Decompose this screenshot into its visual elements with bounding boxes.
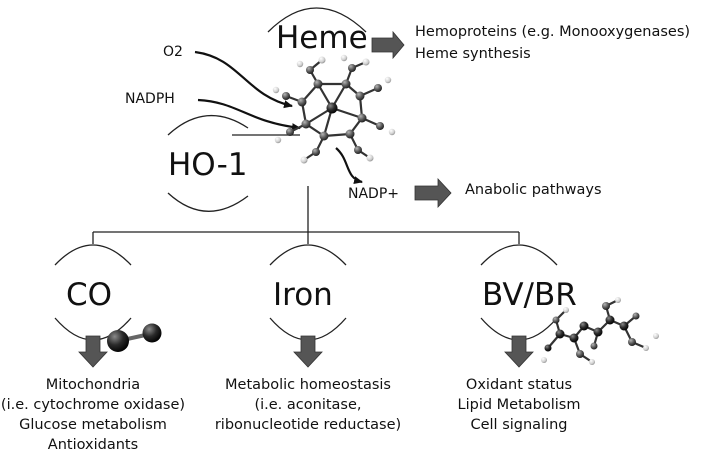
iron-effect-3: ribonucleotide reductase) (214, 417, 402, 433)
bvbr-effect-2: Lipid Metabolism (457, 397, 581, 413)
bvbr-effect-3: Cell signaling (470, 417, 568, 433)
bvbr-atoms (541, 297, 659, 365)
nadp-arrow (335, 147, 363, 185)
bvbr-label: BV/BR (482, 277, 577, 313)
iron-down-arrow (293, 335, 323, 368)
heme-output-synthesis: Heme synthesis (415, 46, 531, 62)
nadph-label: NADPH (125, 91, 175, 107)
iron-effect-2: (i.e. aconitase, (254, 397, 362, 413)
iron-effects: Metabolic homeostasis (i.e. aconitase, r… (203, 375, 413, 435)
co-molecule-icon (107, 323, 162, 352)
co-effect-3: Glucose metabolism (19, 417, 167, 433)
nadp-label: NADP+ (348, 186, 400, 202)
iron-top-arc (269, 244, 347, 266)
co-effect-2: (i.e. cytochrome oxidase) (0, 397, 186, 413)
o2-arrow (194, 50, 293, 109)
iron-effect-1: Metabolic homeostasis (225, 377, 391, 393)
co-top-arc (54, 244, 132, 266)
ho1-label: HO-1 (168, 147, 248, 183)
nadph-arrow (197, 98, 301, 132)
bvbr-top-arc (480, 244, 558, 266)
ho1-top-arc (167, 115, 249, 136)
bvbr-effects: Oxidant status Lipid Metabolism Cell sig… (440, 375, 598, 435)
bvbr-down-arrow (504, 335, 534, 368)
co-down-arrow (78, 335, 108, 368)
heme-label: Heme (276, 20, 368, 56)
anabolic-label: Anabolic pathways (465, 182, 602, 198)
co-effect-1: Mitochondria (45, 377, 141, 393)
heme-block-arrow (371, 30, 405, 60)
o2-label: O2 (163, 44, 183, 60)
iron-label: Iron (273, 277, 333, 313)
heme-atoms (272, 54, 396, 164)
heme-arc (267, 7, 367, 33)
co-effects: Mitochondria (i.e. cytochrome oxidase) G… (0, 375, 190, 455)
ho1-bottom-arc (167, 192, 249, 212)
bvbr-effect-1: Oxidant status (465, 377, 573, 393)
co-effect-4: Antioxidants (47, 437, 139, 453)
co-label: CO (66, 277, 113, 313)
nadp-block-arrow (414, 177, 452, 209)
heme-output-hemoproteins: Hemoproteins (e.g. Monooxygenases) (415, 24, 691, 40)
